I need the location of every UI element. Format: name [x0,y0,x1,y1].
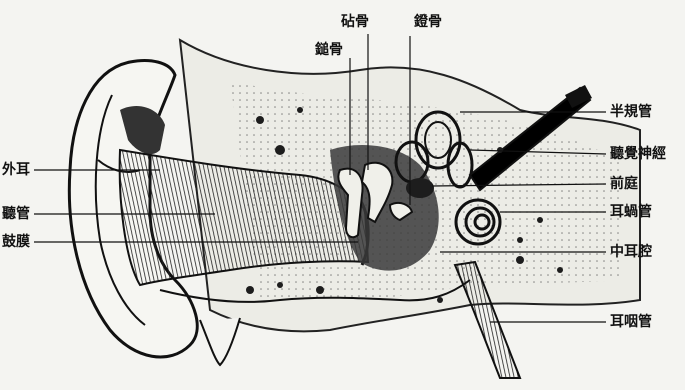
label-stapes: 鐙骨 [414,14,442,30]
label-ear-canal: 聽管 [2,206,30,222]
label-incus: 砧骨 [341,14,369,30]
label-semicircular-canals: 半規管 [610,104,652,120]
label-eustachian-tube: 耳咽管 [610,314,652,330]
label-cochlea: 耳蝸管 [610,204,652,220]
label-vestibule: 前庭 [610,176,638,192]
label-middle-ear: 中耳腔 [610,244,652,260]
label-outer-ear: 外耳 [2,162,30,178]
label-eardrum: 鼓膜 [2,234,30,250]
label-malleus: 鎚骨 [315,42,343,58]
label-auditory-nerve: 聽覺神經 [610,146,666,162]
